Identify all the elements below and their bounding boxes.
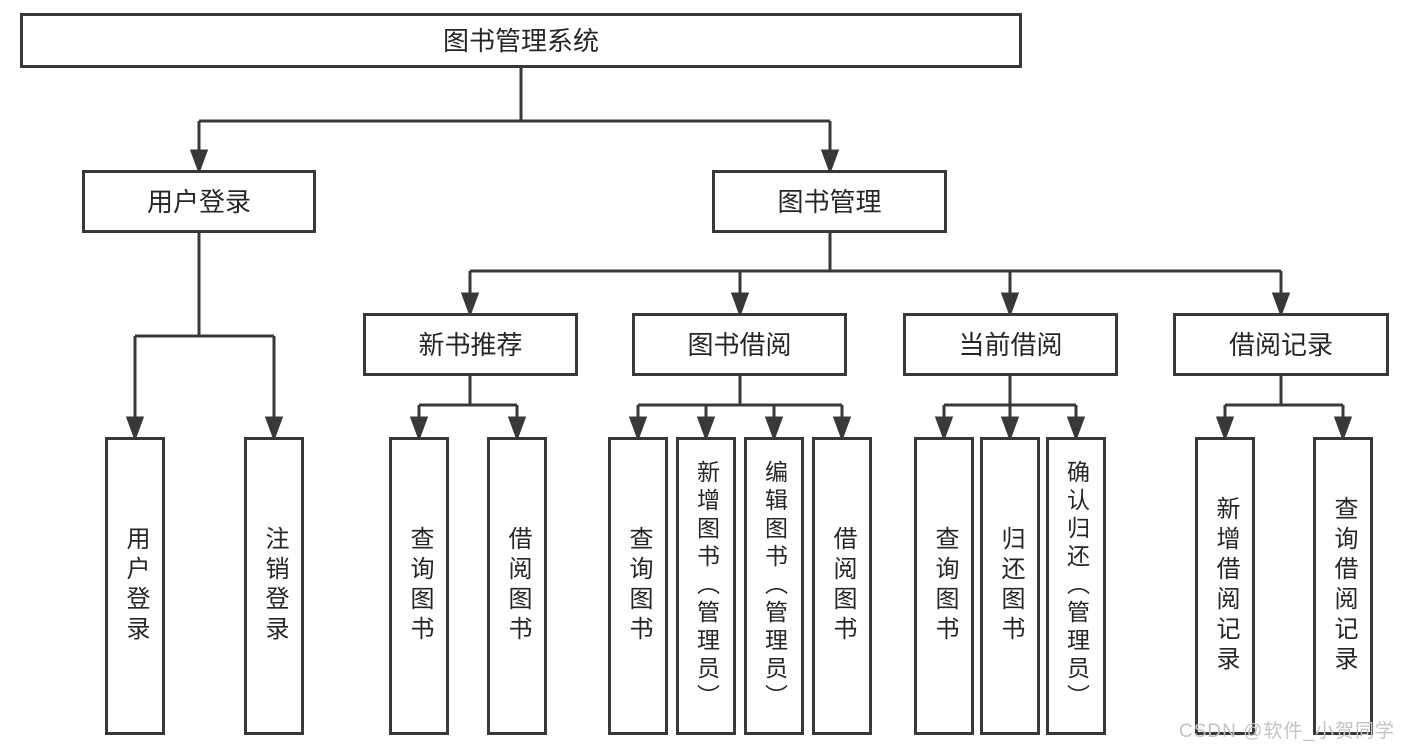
- node-user-login-leaf: 用户登录: [105, 437, 165, 735]
- connector-book-management-children: [460, 233, 1291, 318]
- node-borrow-books-leaf: 借阅图书: [812, 437, 872, 735]
- node-borrow-books-leaf-label: 借阅图书: [829, 526, 856, 646]
- node-new-book-recommend: 新书推荐: [363, 313, 578, 376]
- node-add-books-admin: 新增图书（管理员）: [676, 437, 736, 735]
- node-new-book-recommend-label: 新书推荐: [418, 329, 523, 360]
- node-logout-leaf: 注销登录: [244, 437, 304, 735]
- node-add-books-admin-label: 新增图书（管理员）: [693, 460, 720, 712]
- node-user-login: 用户登录: [82, 170, 316, 233]
- connector-user-login-children: [125, 233, 284, 442]
- node-query-books-borrow: 查询图书: [608, 437, 668, 735]
- node-borrow-records: 借阅记录: [1173, 313, 1389, 376]
- node-add-borrow-record: 新增借阅记录: [1195, 437, 1255, 735]
- node-query-books-current-label: 查询图书: [931, 526, 958, 646]
- connector-book-borrow-children: [628, 376, 852, 442]
- node-book-borrow: 图书借阅: [632, 313, 847, 376]
- node-root-label: 图书管理系统: [442, 25, 599, 56]
- node-query-borrow-record: 查询借阅记录: [1313, 437, 1373, 735]
- node-query-books-current: 查询图书: [914, 437, 974, 735]
- node-query-books-recommend: 查询图书: [389, 437, 449, 735]
- node-book-borrow-label: 图书借阅: [687, 329, 792, 360]
- node-query-books-borrow-label: 查询图书: [625, 526, 652, 646]
- node-confirm-return-admin: 确认归还（管理员）: [1046, 437, 1106, 735]
- node-borrow-records-label: 借阅记录: [1228, 329, 1333, 360]
- node-query-books-recommend-label: 查询图书: [406, 526, 433, 646]
- node-book-management: 图书管理: [712, 170, 947, 233]
- node-borrow-books-recommend: 借阅图书: [487, 437, 547, 735]
- node-current-borrow-label: 当前借阅: [958, 329, 1063, 360]
- node-root: 图书管理系统: [20, 13, 1022, 68]
- csdn-watermark: CSDN @软件_小贺同学: [1179, 721, 1395, 742]
- node-borrow-books-recommend-label: 借阅图书: [504, 526, 531, 646]
- node-edit-books-admin: 编辑图书（管理员）: [744, 437, 804, 735]
- node-current-borrow: 当前借阅: [903, 313, 1118, 376]
- connector-new-book-children: [409, 376, 527, 442]
- connector-root-to-level2: [189, 68, 840, 175]
- node-edit-books-admin-label: 编辑图书（管理员）: [761, 460, 788, 712]
- connector-current-borrow-children: [934, 376, 1086, 442]
- connector-borrow-record-children: [1215, 376, 1353, 442]
- node-query-borrow-record-label: 查询借阅记录: [1330, 496, 1357, 676]
- node-confirm-return-admin-label: 确认归还（管理员）: [1063, 460, 1090, 712]
- node-return-books-label: 归还图书: [997, 526, 1024, 646]
- node-return-books: 归还图书: [980, 437, 1040, 735]
- node-book-management-label: 图书管理: [777, 186, 882, 217]
- node-add-borrow-record-label: 新增借阅记录: [1212, 496, 1239, 676]
- node-user-login-leaf-label: 用户登录: [122, 526, 149, 646]
- node-user-login-label: 用户登录: [146, 186, 251, 217]
- node-logout-leaf-label: 注销登录: [261, 526, 288, 646]
